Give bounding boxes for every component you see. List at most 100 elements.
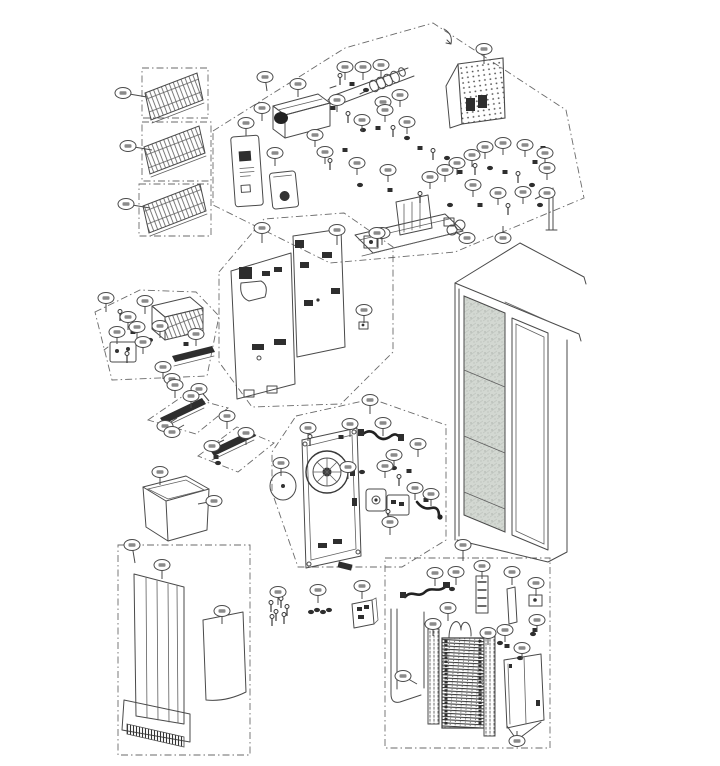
- callout-number-illegible: [468, 153, 476, 157]
- screw-bit: [269, 614, 275, 626]
- part-callout: [421, 171, 439, 189]
- part-callout: [489, 187, 507, 205]
- part-callout: [447, 566, 465, 585]
- callout-number-illegible: [358, 118, 366, 122]
- part-callout: [253, 222, 271, 243]
- callout-number-illegible: [187, 394, 195, 398]
- grommet-bit: [487, 165, 493, 171]
- callout-number-illegible: [541, 151, 549, 155]
- callout-number-illegible: [346, 422, 354, 426]
- callout-number-illegible: [381, 108, 389, 112]
- section-boundaries: [94, 22, 585, 756]
- part-callout: [353, 580, 371, 599]
- part-callout: [182, 390, 200, 408]
- part-callout: [528, 614, 546, 632]
- part-callout: [253, 102, 271, 121]
- part-callout: [299, 422, 317, 441]
- part-callout: [379, 164, 397, 182]
- callout-number-illegible: [453, 161, 461, 165]
- grommet-bit: [537, 202, 543, 208]
- grommet-bit: [530, 631, 536, 637]
- part-callout: [336, 61, 354, 80]
- wire-shelf-3: [142, 183, 208, 237]
- callout-number-illegible: [119, 91, 127, 95]
- part-callout: [151, 466, 169, 485]
- screw-bit: [281, 612, 287, 624]
- gear-motor-module: [268, 170, 300, 210]
- callout-number-illegible: [399, 674, 407, 678]
- nut-bit: [406, 469, 412, 473]
- grommet-bit: [360, 127, 366, 133]
- part-callout: [372, 59, 390, 78]
- part-callout: [494, 226, 512, 244]
- front-panel: [230, 252, 296, 400]
- section-cover-panels: [230, 228, 369, 400]
- callout-number-illegible: [499, 141, 507, 145]
- callout-number-illegible: [102, 296, 110, 300]
- callout-number-illegible: [311, 133, 319, 137]
- grommet-bit: [314, 607, 320, 613]
- callout-number-illegible: [133, 325, 141, 329]
- part-callout: [348, 157, 366, 175]
- nut-bit: [375, 126, 381, 130]
- callout-number-illegible: [124, 144, 132, 148]
- callout-number-illegible: [242, 431, 250, 435]
- callout-number-illegible: [386, 520, 394, 524]
- callout-number-illegible: [141, 299, 149, 303]
- part-callout: [97, 292, 115, 312]
- part-callout: [114, 87, 148, 99]
- nut-bit: [213, 455, 219, 459]
- nut-bit: [342, 148, 348, 152]
- callout-number-illegible: [277, 461, 285, 465]
- nut-bit: [423, 498, 429, 502]
- drain-funnel: [506, 721, 542, 738]
- screw-bit: [430, 148, 436, 160]
- section-cabinet: [454, 242, 587, 563]
- callout-number-illegible: [271, 151, 279, 155]
- callout-number-illegible: [122, 202, 130, 206]
- callout-number-illegible: [159, 365, 167, 369]
- part-callout: [328, 94, 346, 112]
- part-callout: [538, 162, 556, 180]
- callout-number-illegible: [358, 584, 366, 588]
- evap-cover-panel: [503, 653, 545, 729]
- callout-number-illegible: [411, 486, 419, 490]
- callout-number-illegible: [258, 106, 266, 110]
- part-callout: [151, 320, 169, 338]
- callout-number-illegible: [481, 145, 489, 149]
- part-callout: [213, 605, 231, 624]
- part-callout: [316, 146, 334, 164]
- section-evaporator: [390, 575, 545, 738]
- callout-number-illegible: [304, 426, 312, 430]
- nut-bit: [532, 160, 538, 164]
- part-callout: [309, 584, 327, 603]
- part-callout: [154, 361, 172, 379]
- part-callout: [448, 157, 466, 175]
- callout-number-illegible: [518, 646, 526, 650]
- callout-number-illegible: [171, 383, 179, 387]
- part-callout: [527, 577, 545, 596]
- callout-number-illegible: [508, 570, 516, 574]
- callout-number-illegible: [459, 543, 467, 547]
- screw-bit: [284, 604, 290, 616]
- part-callout: [436, 164, 454, 182]
- callout-number-illegible: [360, 308, 368, 312]
- callout-number-illegible: [501, 628, 509, 632]
- callout-number-illegible: [427, 492, 435, 496]
- part-callout: [269, 586, 287, 605]
- part-callout: [391, 89, 409, 107]
- callout-number-illegible: [333, 228, 341, 232]
- callout-number-illegible: [223, 414, 231, 418]
- insulation-sheet: [202, 611, 247, 701]
- grommet-bit: [497, 640, 503, 646]
- callout-number-illegible: [373, 231, 381, 235]
- section-ice-maker: [230, 28, 558, 257]
- callouts-layer: [97, 43, 556, 747]
- callout-number-illegible: [208, 444, 216, 448]
- section-hardware-row: [351, 597, 379, 629]
- part-callout: [289, 78, 307, 97]
- part-callout: [341, 418, 359, 437]
- screw-bit: [417, 191, 423, 203]
- part-callout: [376, 104, 394, 122]
- nut-bit: [183, 342, 189, 346]
